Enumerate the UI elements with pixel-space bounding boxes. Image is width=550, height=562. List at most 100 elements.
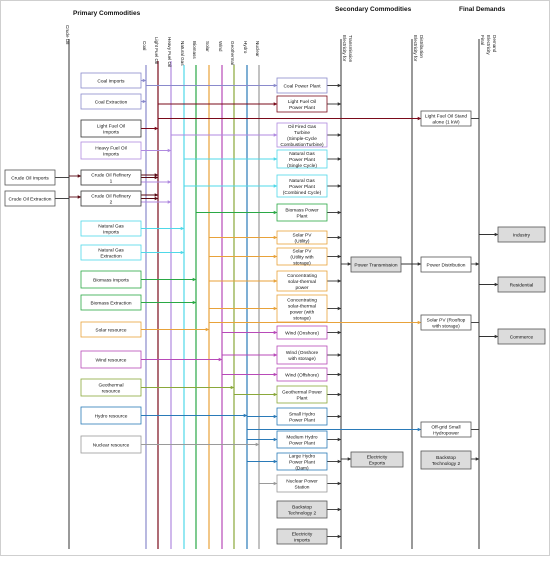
source-biomass-imports-label-line: Biomass Imports [93, 277, 129, 283]
secondary-power-distribution: Power Distribution [420, 256, 472, 273]
demand-industry-label-line: Industry [513, 232, 531, 238]
tech-wind-offshore: Wind (Offshore) [276, 367, 328, 382]
offgrid-off-grid-small-hydropower-frame [420, 421, 472, 438]
source-crude-oil-imports-frame [4, 169, 56, 186]
tech-concentrating-solar-thermal-power-label-line: solar-thermal [288, 279, 316, 285]
source-crude-oil-extraction: Crude Oil Extraction [4, 190, 56, 207]
source-light-fuel-oil-imports-frame [80, 119, 142, 138]
tech-concentrating-solar-thermal-power-with-storage-label-line: storage) [293, 315, 311, 321]
tech-natural-gas-power-plant-combined-cycle-label-line: Power Plant [289, 184, 316, 190]
tech-light-fuel-oil-power-plant-label-line: Light Fuel Oil [288, 99, 316, 105]
secondary-power-transmission-label-line: Power Transmission [354, 262, 398, 268]
source-crude-oil-imports: Crude Oil Imports [4, 169, 56, 186]
source-natural-gas-imports-frame [80, 220, 142, 237]
tech-concentrating-solar-thermal-power-label-line: power [295, 285, 308, 291]
column-label-final-electricity-demand: Demand [492, 35, 497, 53]
source-crude-oil-imports-label-line: Crude Oil Imports [11, 175, 49, 181]
tech-large-hydro-power-plant-dam-label-line: Large Hydro [289, 453, 316, 459]
demand-residential: Residential [497, 276, 546, 293]
secondary-backstop-technology-2-2-label-line: Backstop [436, 455, 456, 461]
secondary-power-distribution-frame [420, 256, 472, 273]
tech-electricity-imports-label-line: imports [294, 537, 310, 543]
tech-solar-pv-utility: Solar PV(Utility) [276, 230, 328, 245]
source-wind-resource-label-line: Wind resource [96, 357, 127, 363]
column-label-light-fuel-oil: Light Fuel Oil [154, 37, 159, 64]
demand-industry: Industry [497, 226, 546, 243]
column-label-final-electricity-demand: Final [480, 35, 485, 45]
source-crude-oil-refinery-2-label-line: 2 [110, 199, 113, 205]
offgrid-light-fuel-oil-stand-alone-1-kw-label-line: alone (1 kW) [432, 119, 460, 125]
secondary-power-transmission: Power Transmission [350, 256, 402, 273]
source-coal-extraction-frame [80, 93, 142, 110]
tech-wind-onshore: Wind (Onshore) [276, 325, 328, 340]
tech-wind-onshore-with-storage-label-line: Wind (Onshore [286, 350, 319, 356]
offgrid-solar-pv-rooftop-with-storage-label-line: with storage) [432, 323, 460, 329]
demand-residential-frame [497, 276, 546, 293]
tech-coal-power-plant-frame [276, 77, 328, 94]
tech-natural-gas-power-plant-combined-cycle-label-line: Natural Gas [289, 178, 315, 184]
column-label-final-electricity-demand: Electricity [486, 35, 491, 55]
offgrid-solar-pv-rooftop-with-storage-label-line: Solar PV (Rooftop [427, 317, 466, 323]
column-label-crude-oil: Crude Oil [65, 25, 70, 44]
source-nuclear-resource-label-line: Nuclear resource [93, 442, 130, 448]
tech-oil-fired-gas-turbine-simple-cycle-combustionturbine-label-line: (Simple-Cycle [287, 136, 317, 142]
column-label-nuclear: Nuclear [255, 41, 260, 57]
tech-natural-gas-power-plant-combined-cycle-label-line: (Combined Cycle) [283, 190, 322, 196]
tech-oil-fired-gas-turbine-simple-cycle-combustionturbine-frame [276, 122, 328, 148]
source-geothermal-resource-label-line: Geothermal [98, 382, 123, 388]
source-crude-oil-refinery-1-frame [80, 169, 142, 186]
column-label-electricity-for-distribution: Electricity for [413, 35, 418, 62]
source-wind-resource-frame [80, 350, 142, 369]
source-coal-imports: Coal Imports [80, 72, 142, 89]
source-coal-extraction: Coal Extraction [80, 93, 142, 110]
tech-nuclear-power-station-label-line: Nuclear Power [286, 478, 318, 484]
demand-commerce: Commerce [497, 328, 546, 345]
tech-light-fuel-oil-power-plant-frame [276, 95, 328, 113]
source-crude-oil-refinery-2-frame [80, 190, 142, 207]
source-coal-imports-frame [80, 72, 142, 89]
column-label-hydro: Hydro [243, 41, 248, 54]
source-natural-gas-extraction-label-line: Extraction [100, 253, 122, 259]
secondary-electricity-exports-label-line: Exports [369, 460, 386, 466]
tech-wind-onshore-with-storage-label-line: with storage) [288, 356, 316, 362]
tech-coal-power-plant: Coal Power Plant [276, 77, 328, 94]
source-crude-oil-extraction-label-line: Crude Oil Extraction [9, 196, 52, 202]
demand-industry-frame [497, 226, 546, 243]
column-label-solar: Solar [205, 41, 210, 52]
column-label-electricity-for-transmission: Transmission [348, 35, 353, 63]
tech-solar-pv-utility-frame [276, 230, 328, 245]
tech-concentrating-solar-thermal-power-with-storage-label-line: solar-thermal [288, 303, 316, 309]
tech-large-hydro-power-plant-dam-frame [276, 452, 328, 471]
source-crude-oil-refinery-2-label-line: Crude Oil Refinery [91, 193, 131, 199]
source-heavy-fuel-oil-imports-label-line: Heavy Fuel Oil [95, 145, 126, 151]
tech-small-hydro-power-plant-frame [276, 407, 328, 426]
offgrid-solar-pv-rooftop-with-storage-frame [420, 314, 472, 331]
tech-large-hydro-power-plant-dam-label-line: Power Plant [289, 459, 316, 465]
offgrid-light-fuel-oil-stand-alone-1-kw-frame [420, 110, 472, 127]
secondary-power-transmission-frame [350, 256, 402, 273]
column-label-electricity-for-transmission: Electricity for [342, 35, 347, 62]
source-biomass-imports-frame [80, 270, 142, 289]
tech-wind-offshore-label-line: Wind (Offshore) [285, 372, 319, 378]
secondary-electricity-exports-label-line: Electricity [367, 454, 388, 460]
tech-coal-power-plant-label-line: Coal Power Plant [283, 83, 321, 89]
primary-commodities-header: Primary Commodities [73, 10, 141, 17]
tech-medium-hydro-power-plant-label-line: Power Plant [289, 440, 316, 446]
tech-solar-pv-utility-with-storage-label-line: Solar PV [293, 248, 313, 254]
source-crude-oil-refinery-1-label-line: Crude Oil Refinery [91, 172, 131, 178]
offgrid-off-grid-small-hydropower-label-line: Off-grid Small [431, 424, 460, 430]
